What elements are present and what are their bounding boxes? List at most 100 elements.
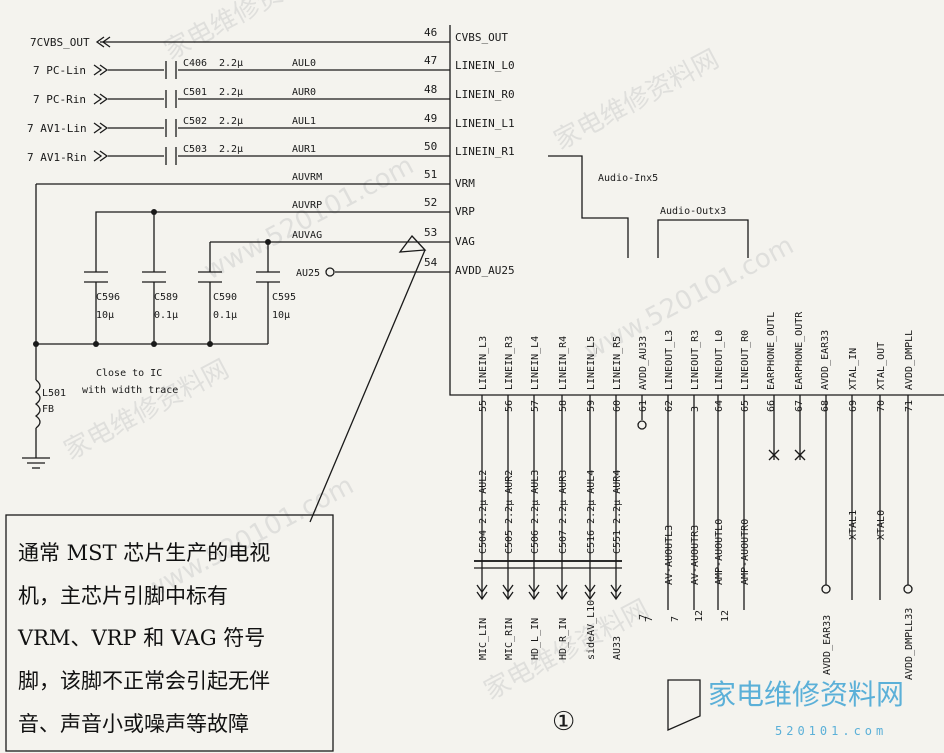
- port-av1-lin: 7 AV1-Lin: [27, 122, 87, 135]
- svg-text:AUR1: AUR1: [292, 144, 316, 155]
- svg-text:58: 58: [558, 400, 569, 412]
- svg-text:46: 46: [424, 26, 437, 39]
- svg-text:C502: C502: [183, 116, 207, 127]
- svg-text:69: 69: [848, 400, 859, 412]
- audio-group-brackets: Audio-Inx5 Audio-Outx3: [548, 155, 749, 258]
- svg-text:64: 64: [714, 400, 725, 412]
- svg-text:L501: L501: [42, 388, 66, 399]
- ic-pin-56: LINEIN_R3 56: [504, 336, 515, 412]
- ic-bottom-pins: LINEIN_L355LINEIN_R356LINEIN_L457LINEIN_…: [474, 311, 915, 680]
- svg-text:0.1µ: 0.1µ: [213, 310, 237, 321]
- bottom-port-1: MIC_RIN: [504, 618, 515, 660]
- svg-text:AUVRP: AUVRP: [292, 200, 322, 211]
- svg-text:10µ: 10µ: [96, 310, 114, 321]
- ground-symbol: [22, 457, 50, 469]
- svg-text:EARPHONE_OUTL: EARPHONE_OUTL: [766, 312, 777, 390]
- svg-text:51: 51: [424, 168, 437, 181]
- svg-text:VRM: VRM: [455, 177, 475, 190]
- bottom-cap-label: C507 2.2µ AUR3: [558, 470, 569, 554]
- bottom-net-ref: 7: [670, 616, 681, 622]
- note-line-4: 脚，该脚不正常会引起无伴: [18, 669, 270, 693]
- svg-text:71: 71: [904, 400, 915, 412]
- svg-text:2.2µ: 2.2µ: [219, 116, 243, 127]
- coupling-capacitors: C406 2.2µ AUL0 C501 2.2µ AUR0 C502 2.2µ …: [164, 58, 316, 165]
- svg-text:FB: FB: [42, 404, 54, 415]
- ic-pin-52: 52 VRP: [95, 196, 475, 272]
- port-cvbs-out: 7CVBS_OUT: [30, 36, 90, 49]
- svg-text:LINEIN_L0: LINEIN_L0: [455, 59, 515, 72]
- svg-text:C589: C589: [154, 292, 178, 303]
- xtal0-label: XTAL0: [876, 510, 887, 540]
- ic-pin-51: 51 VRM: [36, 168, 475, 190]
- bottom-port-4: sideAV_L10: [586, 600, 597, 660]
- svg-text:49: 49: [424, 112, 437, 125]
- brand-name: 家电维修资料网: [708, 678, 904, 711]
- note-line-3: VRM、VRP 和 VAG 符号: [17, 626, 265, 650]
- bottom-cap-label: C516 2.2µ AUL4: [586, 470, 597, 554]
- svg-text:LINEIN_R0: LINEIN_R0: [455, 88, 515, 101]
- bottom-cap-label: C504 2.2µ AUL2: [478, 470, 489, 554]
- svg-text:LINEIN_L3: LINEIN_L3: [478, 336, 489, 390]
- svg-text:10µ: 10µ: [272, 310, 290, 321]
- svg-text:LINEIN_L1: LINEIN_L1: [455, 117, 515, 130]
- svg-text:LINEOUT_L0: LINEOUT_L0: [714, 330, 725, 390]
- svg-text:AUL1: AUL1: [292, 116, 316, 127]
- svg-text:AVDD_AU33: AVDD_AU33: [638, 336, 649, 390]
- svg-text:52: 52: [424, 196, 437, 209]
- bottom-net-label: AV-AUOUTR3: [690, 525, 701, 585]
- ic-pin-71: AVDD_DMPLL 71: [904, 330, 915, 412]
- watermark-url: www.520101.com: [199, 150, 419, 286]
- svg-text:2.2µ: 2.2µ: [219, 87, 243, 98]
- bottom-net-label: AMP-AUOUTL0: [714, 519, 725, 585]
- ic-pin-46: 46 CVBS_OUT: [100, 26, 508, 44]
- svg-text:56: 56: [504, 400, 515, 412]
- svg-text:66: 66: [766, 400, 777, 412]
- svg-text:EARPHONE_OUTR: EARPHONE_OUTR: [794, 311, 805, 390]
- svg-text:54: 54: [424, 256, 438, 269]
- note-line-5: 音、声音小或噪声等故障: [18, 712, 249, 736]
- svg-text:AVDD_AU25: AVDD_AU25: [455, 264, 515, 277]
- avdd-ear33-label: AVDD_EAR33: [822, 615, 833, 675]
- ic-body-outline: [449, 25, 944, 396]
- svg-text:60: 60: [612, 400, 623, 412]
- figure-number: ①: [552, 707, 575, 737]
- bottom-cap-label: C505 2.2µ AUR2: [504, 470, 515, 554]
- reference-network: AUVRM AUVRP AUVAG AU25 C596 10µ C589 0.1…: [22, 172, 335, 469]
- ic-pin-53: 53 VAG: [210, 226, 475, 248]
- ic-pin-54: 54 AVDD_AU25: [335, 256, 515, 277]
- svg-text:AU25: AU25: [296, 268, 320, 279]
- bottom-port-5: AU33: [612, 636, 623, 660]
- svg-text:XTAL_OUT: XTAL_OUT: [876, 342, 887, 390]
- ic-pin-49: 49 LINEIN_L1: [108, 112, 515, 130]
- ic-pin-58: LINEIN_R4 58: [558, 336, 569, 412]
- bottom-cap-label: C551 2.2µ AUR4: [612, 470, 623, 554]
- port-pc-lin: 7 PC-Lin: [33, 64, 86, 77]
- svg-text:AUVRM: AUVRM: [292, 172, 322, 183]
- brand-url: 520101.com: [775, 724, 887, 738]
- bottom-net-label: AMP-AUOUTR0: [740, 519, 751, 585]
- ic-pin-3: LINEOUT_R3 3: [690, 330, 701, 412]
- svg-text:AVDD_DMPLL: AVDD_DMPLL: [904, 330, 915, 390]
- svg-text:AUVAG: AUVAG: [292, 230, 322, 241]
- svg-text:53: 53: [424, 226, 437, 239]
- svg-text:C503: C503: [183, 144, 207, 155]
- svg-text:3: 3: [690, 406, 701, 412]
- svg-text:LINEOUT_R3: LINEOUT_R3: [690, 330, 701, 390]
- svg-text:LINEIN_R3: LINEIN_R3: [504, 336, 515, 390]
- brand-logo: 家电维修资料网 520101.com: [667, 678, 904, 738]
- svg-text:0.1µ: 0.1µ: [154, 310, 178, 321]
- svg-text:LINEOUT_L3: LINEOUT_L3: [664, 330, 675, 390]
- svg-text:50: 50: [424, 140, 437, 153]
- ic-pin-64: LINEOUT_L0 64: [714, 330, 725, 412]
- svg-text:C596: C596: [96, 292, 120, 303]
- svg-text:2.2µ: 2.2µ: [219, 144, 243, 155]
- svg-text:LINEIN_R4: LINEIN_R4: [558, 336, 569, 390]
- audio-outx3-label: Audio-Outx3: [660, 206, 726, 217]
- bottom-net-ref: 12: [720, 610, 731, 622]
